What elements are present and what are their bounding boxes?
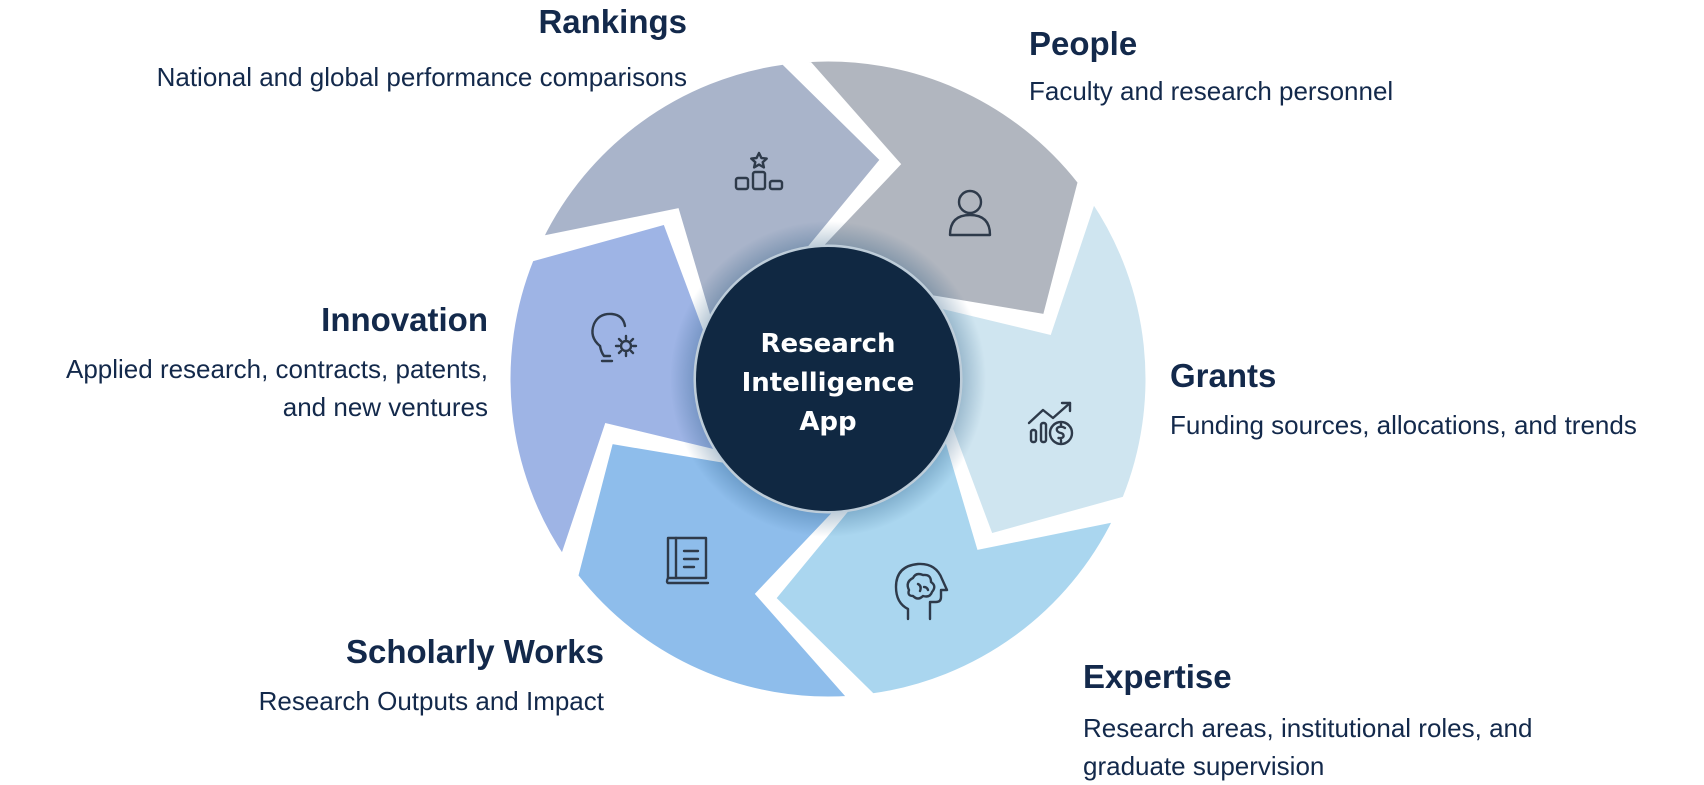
people-title: People bbox=[1029, 25, 1138, 62]
book-icon bbox=[665, 536, 710, 585]
brain-head-icon bbox=[894, 562, 949, 621]
scholarly-works-label: Scholarly Works Research Outputs and Imp… bbox=[259, 632, 604, 720]
rankings-label: Rankings National and global performance… bbox=[157, 2, 687, 96]
expertise-title: Expertise bbox=[1083, 658, 1232, 695]
funding-trend-icon bbox=[1027, 401, 1074, 446]
grants-label: Grants Funding sources, allocations, and… bbox=[1170, 356, 1637, 444]
ranking-podium-icon bbox=[734, 151, 784, 191]
center-title-line-1: Research bbox=[760, 329, 896, 359]
expertise-label: Expertise Research areas, institutional … bbox=[1083, 657, 1603, 785]
grants-description: Funding sources, allocations, and trends bbox=[1170, 410, 1637, 440]
lightbulb-gear-icon bbox=[591, 312, 638, 363]
grants-title: Grants bbox=[1170, 357, 1277, 394]
innovation-description-line-2: and new ventures bbox=[282, 392, 488, 422]
innovation-label: Innovation Applied research, contracts, … bbox=[66, 300, 488, 426]
person-icon bbox=[948, 189, 992, 237]
expertise-description-line-2: graduate supervision bbox=[1083, 751, 1325, 781]
expertise-description: Research areas, institutional roles, and… bbox=[1083, 709, 1603, 785]
scholarly-works-title: Scholarly Works bbox=[346, 633, 604, 670]
people-description: Faculty and research personnel bbox=[1029, 76, 1394, 106]
scholarly-works-description: Research Outputs and Impact bbox=[258, 686, 604, 716]
center-title-line-2: Intelligence bbox=[741, 368, 915, 398]
rankings-description: National and global performance comparis… bbox=[156, 62, 687, 92]
center-title-line-3: App bbox=[799, 407, 857, 437]
expertise-description-line-1: Research areas, institutional roles, and bbox=[1083, 713, 1533, 743]
innovation-description-line-1: Applied research, contracts, patents, bbox=[65, 354, 488, 384]
center-title: Research Intelligence App bbox=[693, 325, 963, 442]
people-label: People Faculty and research personnel bbox=[1029, 24, 1393, 110]
center-circle bbox=[696, 247, 960, 511]
rankings-title: Rankings bbox=[538, 3, 687, 40]
innovation-title: Innovation bbox=[321, 301, 488, 338]
innovation-description: Applied research, contracts, patents, an… bbox=[66, 350, 488, 426]
